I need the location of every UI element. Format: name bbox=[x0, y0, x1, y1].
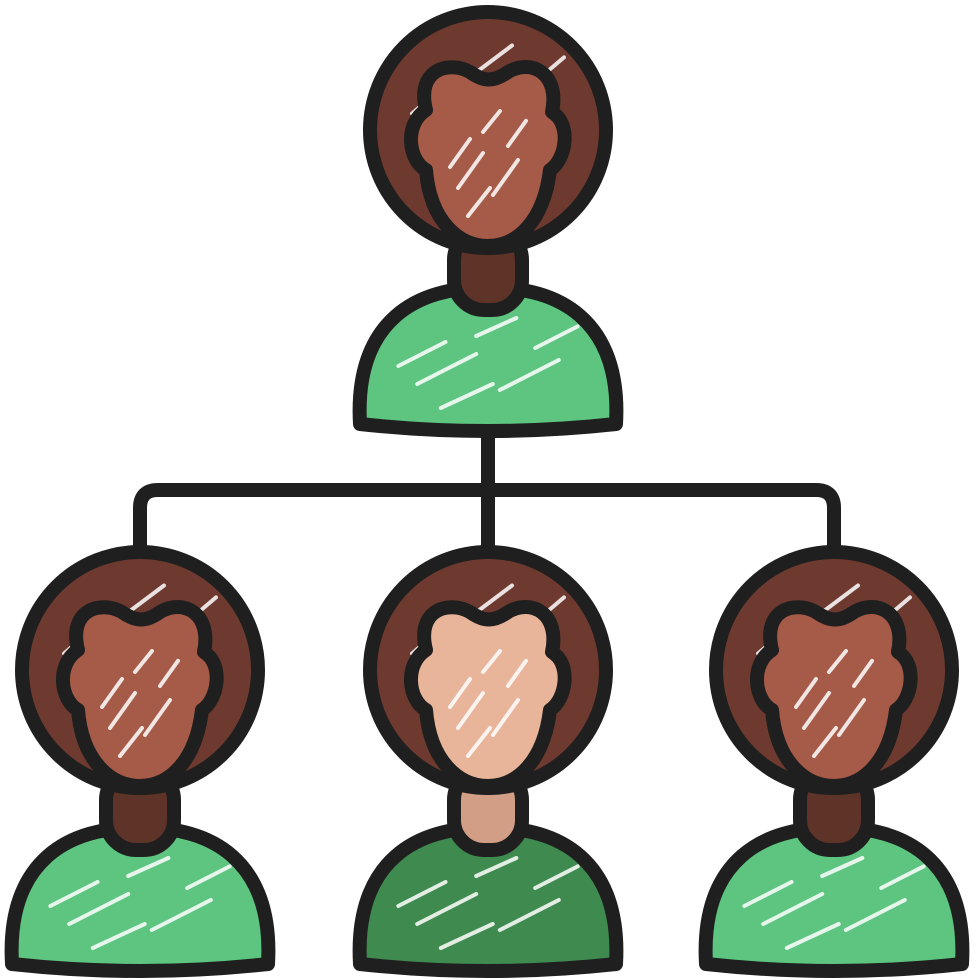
connector-right bbox=[481, 483, 841, 569]
shirt-body bbox=[4, 820, 276, 978]
hierarchy-connectors bbox=[133, 423, 841, 569]
shirt-hatching bbox=[396, 856, 580, 950]
face bbox=[404, 600, 572, 793]
face-hatching bbox=[448, 649, 528, 758]
shirt-hatching bbox=[48, 856, 232, 950]
shirt-hatching bbox=[742, 856, 926, 950]
face bbox=[404, 60, 572, 253]
person-middle bbox=[352, 545, 624, 978]
shirt-body bbox=[352, 280, 624, 438]
person-left bbox=[4, 545, 276, 978]
person-top bbox=[352, 5, 624, 438]
face-hatching bbox=[448, 109, 528, 218]
face-hatching bbox=[100, 649, 180, 758]
connector-left bbox=[133, 483, 495, 569]
shirt-body bbox=[698, 820, 970, 978]
face bbox=[750, 600, 918, 793]
face-hatching bbox=[794, 649, 874, 758]
person-right bbox=[698, 545, 970, 978]
shirt-body bbox=[352, 820, 624, 978]
face bbox=[56, 600, 224, 793]
people-group bbox=[4, 5, 970, 978]
shirt-hatching bbox=[396, 316, 580, 410]
